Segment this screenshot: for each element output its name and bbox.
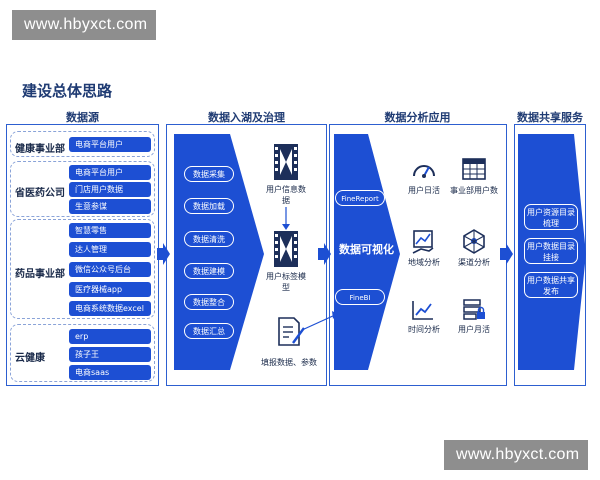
user-tag-caption: 用户标签模型 [266, 272, 306, 292]
watermark-top: www.hbyxct.com [12, 10, 156, 40]
analysis-center-title: 数据可视化 [339, 243, 394, 256]
server-lock-icon [463, 299, 485, 320]
film-strip-icon [274, 231, 298, 267]
page-title: 建设总体思路 [22, 82, 113, 100]
table-grid-icon [462, 158, 486, 180]
gauge-icon [413, 165, 435, 178]
column-header-share: 数据共享服务 [517, 111, 583, 124]
ingest-step: 数据整合 [184, 294, 234, 310]
source-item: 医疗器械app [69, 282, 151, 297]
film-strip-icon [274, 144, 298, 180]
share-chevron [518, 134, 586, 370]
network-cube-icon [463, 229, 485, 254]
analysis-item: 事业部用户数 [450, 186, 498, 195]
flow-arrow [318, 243, 331, 265]
connector-line [301, 314, 336, 331]
source-item: 孩子王 [69, 347, 151, 362]
group-label: 健康事业部 [15, 144, 65, 155]
ingest-step: 数据清洗 [184, 231, 234, 247]
source-item: 电商平台用户 [69, 137, 151, 152]
source-group-health: 健康事业部 电商平台用户 [10, 131, 155, 157]
ingest-step: 数据采集 [184, 166, 234, 182]
line-chart-icon [412, 301, 433, 320]
group-label: 省医药公司 [15, 188, 65, 199]
ingest-step: 数据加载 [184, 198, 234, 214]
analysis-item: 地域分析 [408, 258, 440, 267]
ingest-step: 数据建模 [184, 263, 234, 279]
document-pen-icon [278, 317, 305, 346]
source-item: 生意参谋 [69, 199, 151, 214]
source-item: 电商saas [69, 365, 151, 380]
share-item: 用户资源目录梳理 [524, 204, 578, 230]
source-item: 电商系统数据excel [69, 301, 151, 316]
column-header-source: 数据源 [66, 111, 99, 124]
flow-arrow [500, 243, 513, 265]
connector-arrowhead [332, 311, 338, 319]
source-item: 智慧零售 [69, 223, 151, 238]
analysis-item: 时间分析 [408, 325, 440, 334]
source-item: 门店用户数据 [69, 182, 151, 197]
tool-finereport: FineReport [335, 190, 385, 206]
group-label: 药品事业部 [15, 269, 65, 280]
ingest-chevron [174, 134, 264, 370]
source-item: 微信公众号后台 [69, 262, 151, 277]
flow-arrow [157, 243, 170, 265]
watermark-bottom: www.hbyxct.com [444, 440, 588, 470]
connector-arrowhead [282, 224, 290, 230]
chart-hand-icon [412, 230, 434, 254]
share-item: 用户数据目录挂接 [524, 238, 578, 264]
source-item: erp [69, 329, 151, 344]
source-group-province: 省医药公司 电商平台用户 门店用户数据 生意参谋 [10, 161, 155, 217]
share-item: 用户数据共享发布 [524, 272, 578, 298]
source-group-drug: 药品事业部 智慧零售 达人管理 微信公众号后台 医疗器械app 电商系统数据ex… [10, 219, 155, 319]
source-item: 电商平台用户 [69, 165, 151, 180]
user-info-caption: 用户信息数据 [266, 185, 306, 205]
tool-finebi: FineBI [335, 289, 385, 305]
analysis-item: 渠道分析 [458, 258, 490, 267]
fill-in-caption: 填报数据、参数 [261, 358, 317, 367]
analysis-item: 用户日活 [408, 186, 440, 195]
ingest-step: 数据汇总 [184, 323, 234, 339]
group-label: 云健康 [15, 353, 45, 364]
column-header-analysis: 数据分析应用 [384, 111, 451, 124]
analysis-item: 用户月活 [458, 325, 490, 334]
source-item: 达人管理 [69, 242, 151, 257]
source-group-cloud: 云健康 erp 孩子王 电商saas [10, 324, 155, 382]
column-header-ingest: 数据入湖及治理 [208, 111, 285, 124]
